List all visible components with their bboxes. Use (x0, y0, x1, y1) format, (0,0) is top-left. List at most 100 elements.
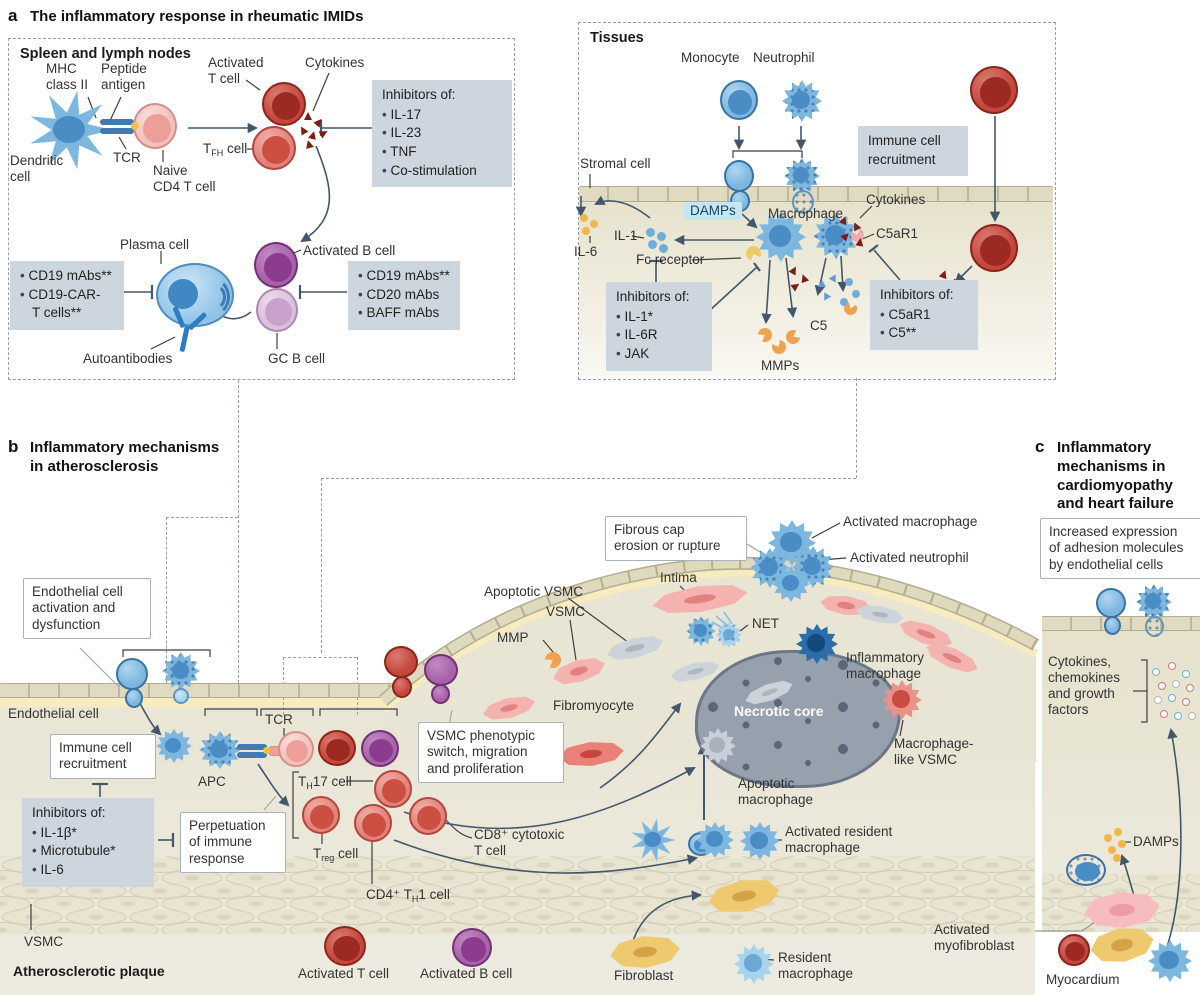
inhibitor-item: IL-17 (382, 106, 502, 125)
cd4-th1-cell (354, 804, 392, 842)
endothelium-strip-b (0, 683, 400, 698)
label-gc-b-cell: GC B cell (268, 351, 326, 366)
panel-b-tag: b (8, 437, 19, 456)
label-dendritic-cell: Dendritic cell (10, 153, 64, 184)
inhibitors-title: Inhibitors of: (32, 805, 106, 820)
b-cell-transmigrating (424, 654, 458, 686)
label-tfh-cell: TFH cell (203, 141, 248, 158)
inhibitors-box-b: Inhibitors of: IL-1β* Microtubule* IL-6 (22, 798, 154, 887)
endothelium-strip-c (1042, 616, 1200, 631)
il1-dot (657, 232, 666, 241)
label-damps: DAMPs (684, 202, 742, 220)
damp-dot (1113, 854, 1121, 862)
label-inflammatory-macrophage: Inflammatory macrophage (846, 650, 925, 681)
adhesion-callout: Increased expression of adhesion molecul… (1040, 518, 1200, 580)
inhibitors-title: Inhibitors of: (382, 87, 456, 102)
inhibitor-item: IL-23 (382, 124, 502, 143)
damp-dot (1118, 840, 1126, 848)
t-cell-circulating (970, 66, 1018, 114)
spleen-lymph-box (8, 38, 515, 380)
mab-item: CD19-CAR- T cells** (20, 286, 114, 323)
mmp-icon (758, 328, 772, 342)
th17-cell (374, 770, 412, 808)
cytokine-dot (1182, 670, 1190, 678)
label-cytokines-c: Cytokines, chemokines and growth factors (1048, 654, 1121, 717)
label-plasma-cell: Plasma cell (120, 237, 190, 252)
label-apc: APC (198, 774, 226, 789)
label-atherosclerotic-plaque: Atherosclerotic plaque (13, 963, 165, 979)
vsmc-switch-callout: VSMC phenotypic switch, migration and pr… (418, 722, 564, 784)
endothelial-activation-callout: Endothelial cell activation and dysfunct… (23, 578, 151, 640)
mab-item: CD20 mAbs (358, 286, 450, 305)
label-damps-c: DAMPs (1133, 834, 1179, 849)
label-fc-receptor: Fc receptor (636, 252, 705, 267)
fc-receptor-icon (746, 246, 761, 261)
label-fibromyocyte: Fibromyocyte (553, 698, 635, 713)
cytokine-dot (1174, 712, 1182, 720)
mabs-box-left: CD19 mAbs** CD19-CAR- T cells** (10, 261, 124, 330)
monocyte-adherent-c (1104, 616, 1121, 635)
damp-dot (1114, 828, 1122, 836)
cytokine-dot (1168, 694, 1176, 702)
label-neutrophil: Neutrophil (753, 50, 815, 65)
label-autoantibodies: Autoantibodies (83, 351, 173, 366)
cytokine-dot (1186, 684, 1194, 692)
t-cell-myocardium (1058, 934, 1090, 966)
neutrophil-transmigrating (792, 190, 814, 214)
label-vsmc-left: VSMC (24, 934, 64, 949)
label-il1: IL-1 (614, 228, 638, 243)
tissues-box (578, 22, 1056, 380)
label-naive-cd4: Naive CD4 T cell (153, 163, 216, 194)
inhibitors-box-tissues-left: Inhibitors of: IL-1* IL-6R JAK (606, 282, 712, 371)
inhibitor-item: JAK (616, 345, 702, 364)
label-monocyte: Monocyte (681, 50, 740, 65)
label-activated-b-cell-bottom: Activated B cell (420, 966, 513, 981)
intima-band-b (0, 698, 396, 707)
endothelium-strip-tissues (579, 186, 1053, 202)
macrophage-cell-c (1148, 940, 1192, 982)
label-endothelial-cell: Endothelial cell (8, 706, 99, 721)
label-activated-b-cell: Activated B cell (303, 243, 396, 258)
treg-cell (302, 796, 340, 834)
connector-line (166, 517, 167, 683)
inhibitor-item: IL-1* (616, 308, 702, 327)
t-cell-transmigrating (392, 676, 412, 698)
label-intima: Intima (660, 570, 697, 585)
monocyte-adherent (116, 658, 148, 690)
il6-dot (590, 220, 598, 228)
activated-t-cell (262, 82, 306, 126)
mhc-rod (100, 119, 134, 125)
il1-dot (646, 228, 655, 237)
panel-a-title: The inflammatory response in rheumatic I… (30, 8, 364, 25)
label-activated-t-cell-bottom: Activated T cell (298, 966, 390, 981)
label-myocardium: Myocardium (1046, 972, 1120, 987)
label-activated-myofibroblast: Activated myofibroblast (934, 922, 1015, 953)
label-mhc-class-ii: MHC class II (46, 61, 89, 92)
label-fibroblast: Fibroblast (614, 968, 674, 983)
label-tcr-b: TCR (265, 712, 293, 727)
label-c5ar1: C5aR1 (876, 226, 919, 241)
panel-c-tag: c (1035, 437, 1045, 456)
label-mmps: MMPs (761, 358, 800, 373)
label-resident-macrophage: Resident macrophage (778, 950, 854, 981)
inhibitor-item: TNF (382, 143, 502, 162)
cytokine-dot (1188, 712, 1196, 720)
label-cytokines: Cytokines (305, 55, 365, 70)
mmp-icon (786, 330, 800, 344)
mab-item: BAFF mAbs (358, 304, 450, 323)
cytokine-triangle (855, 237, 865, 247)
activated-b-cell-bottom (452, 928, 492, 967)
inflammatory-cell-c (1066, 854, 1106, 886)
inhibitor-item: IL-6R (616, 326, 702, 345)
panel-a-tag: a (8, 6, 18, 25)
cytokine-dot (1158, 682, 1166, 690)
c5-dot (840, 298, 848, 306)
il6-dot (580, 214, 588, 222)
label-vsmc: VSMC (546, 604, 586, 619)
monocyte-cell (720, 80, 758, 120)
mhc-rod (237, 744, 267, 750)
label-macrophage: Macrophage (768, 206, 844, 221)
label-necrotic-core: Necrotic core (734, 703, 824, 719)
t-cell-infiltrated (970, 224, 1018, 272)
